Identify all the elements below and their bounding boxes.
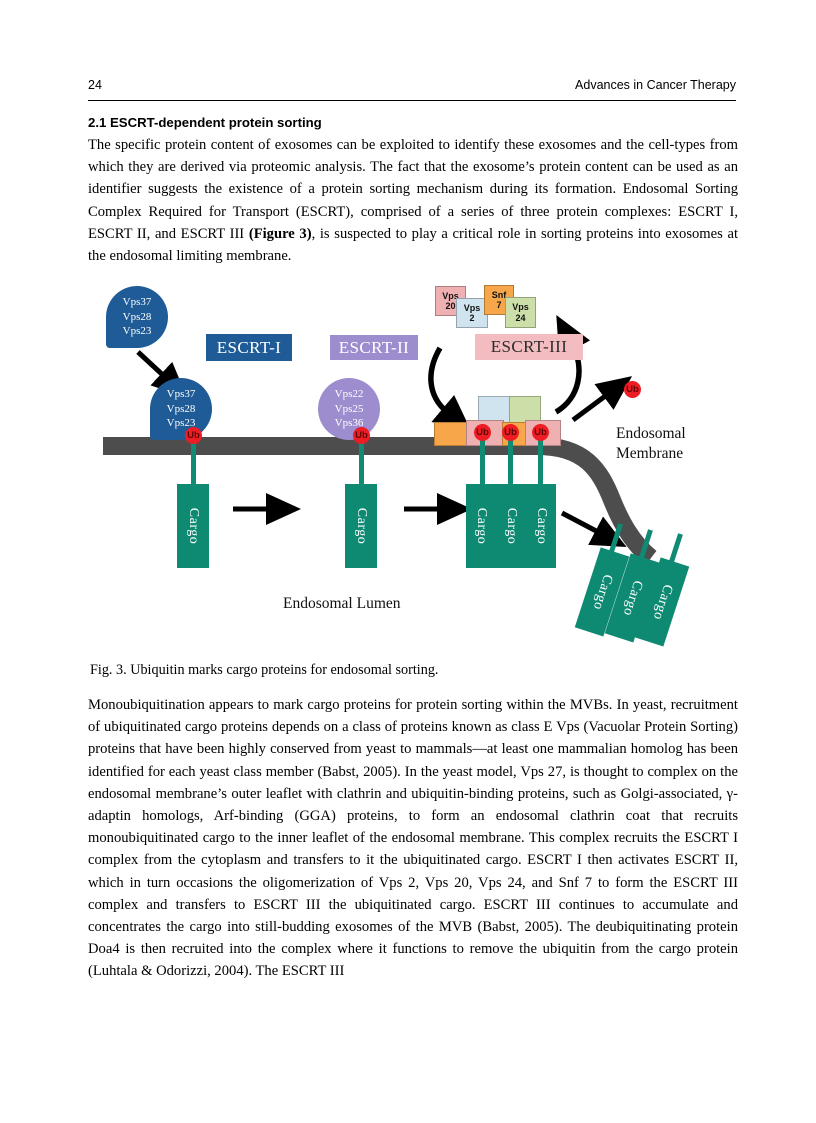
cargo-box-4: Cargo	[496, 484, 526, 568]
escrt1-complex-bound: Vps37 Vps28 Vps23	[150, 378, 212, 440]
escrt3-snf7-line2: 7	[496, 300, 502, 310]
escrt1-bound-subunit-0: Vps37	[166, 388, 196, 401]
cargo-stalk-5	[538, 437, 543, 493]
figure-reference: (Figure 3)	[248, 225, 312, 242]
endosomal-membrane-bar	[103, 437, 537, 455]
book-title: Advances in Cancer Therapy	[575, 78, 736, 92]
escrt3-vps2-line2: 2	[469, 313, 475, 323]
endosomal-membrane-line1: Endosomal	[616, 425, 686, 442]
escrt1-complex-free: Vps37 Vps28 Vps23	[106, 286, 168, 348]
escrt1-subunit-1: Vps28	[122, 310, 152, 323]
budding-cargo-label-2: Cargo	[619, 578, 646, 618]
ubiquitin-1: Ub	[185, 427, 202, 444]
arrow-step-3	[560, 510, 627, 547]
cargo-label-4: Cargo	[504, 507, 519, 545]
cargo-label-1: Cargo	[186, 507, 201, 545]
escrt3-label: ESCRT-III	[475, 334, 583, 360]
escrt3-vps2-line1: Vps	[463, 302, 481, 313]
ubiquitin-5: Ub	[532, 424, 549, 441]
page-number: 24	[88, 78, 102, 92]
cargo-label-2: Cargo	[354, 507, 369, 545]
escrt3-assembled-lower-1	[434, 422, 468, 446]
escrt3-subunit-vps24: Vps 24	[505, 297, 536, 328]
escrt3-vps24-line2: 24	[515, 312, 526, 323]
ubiquitin-released: Ub	[624, 381, 641, 398]
escrt2-complex: Vps22 Vps25 Vps36	[318, 378, 380, 440]
cargo-stalk-3	[480, 437, 485, 493]
arrow-ubiquitin-release	[571, 376, 633, 423]
running-head: 24 Advances in Cancer Therapy	[88, 78, 736, 101]
cargo-stalk-4	[508, 437, 513, 493]
escrt2-subunit-0: Vps22	[334, 388, 364, 401]
escrt2-subunit-1: Vps25	[334, 402, 364, 415]
ubiquitin-3: Ub	[474, 424, 491, 441]
figure-caption: Fig. 3. Ubiquitin marks cargo proteins f…	[90, 662, 439, 678]
escrt2-label: ESCRT-II	[330, 335, 418, 360]
ubiquitin-2: Ub	[353, 427, 370, 444]
escrt1-subunit-0: Vps37	[122, 296, 152, 309]
main-paragraph: Monoubiquitination appears to mark cargo…	[88, 697, 738, 980]
endosomal-membrane-line2: Membrane	[616, 445, 684, 462]
budding-cargo-label-3: Cargo	[649, 582, 676, 622]
escrt3-vps20-line2: 20	[445, 301, 456, 311]
escrt3-vps20-line1: Vps	[442, 290, 459, 301]
cargo-stalk-1	[191, 437, 196, 493]
escrt1-bound-subunit-1: Vps28	[166, 402, 196, 415]
ubiquitin-4: Ub	[502, 424, 519, 441]
escrt2-subunit-2: Vps36	[334, 417, 364, 430]
escrt1-bound-subunit-2: Vps23	[166, 417, 196, 430]
cargo-label-5: Cargo	[534, 507, 549, 545]
cargo-box-2: Cargo	[345, 484, 377, 568]
arrow-escrt3-assembly	[428, 346, 473, 434]
arrow-escrt1-recruit	[136, 350, 188, 398]
intro-paragraph: The specific protein content of exosomes…	[88, 134, 738, 267]
cargo-label-3: Cargo	[474, 507, 489, 545]
cargo-box-1: Cargo	[177, 484, 209, 568]
escrt3-snf7-line1: Snf	[491, 289, 507, 300]
cargo-stalk-2	[359, 437, 364, 493]
escrt3-vps24-line1: Vps	[512, 302, 529, 312]
intro-text-part1: The specific protein content of exosomes…	[88, 137, 738, 242]
budding-cargo-label-1: Cargo	[589, 572, 616, 612]
endosomal-membrane-label: Endosomal Membrane	[616, 424, 686, 464]
escrt3-subunit-vps2: Vps 2	[456, 298, 488, 328]
section-heading: 2.1 ESCRT-dependent protein sorting	[88, 115, 322, 130]
escrt1-label: ESCRT-I	[206, 334, 292, 361]
intro-text-part2: , is suspected to play a critical role i…	[88, 225, 738, 265]
cargo-box-3: Cargo	[466, 484, 496, 568]
endosomal-lumen-label: Endosomal Lumen	[283, 595, 401, 612]
escrt1-subunit-2: Vps23	[122, 325, 152, 338]
cargo-box-5: Cargo	[526, 484, 556, 568]
